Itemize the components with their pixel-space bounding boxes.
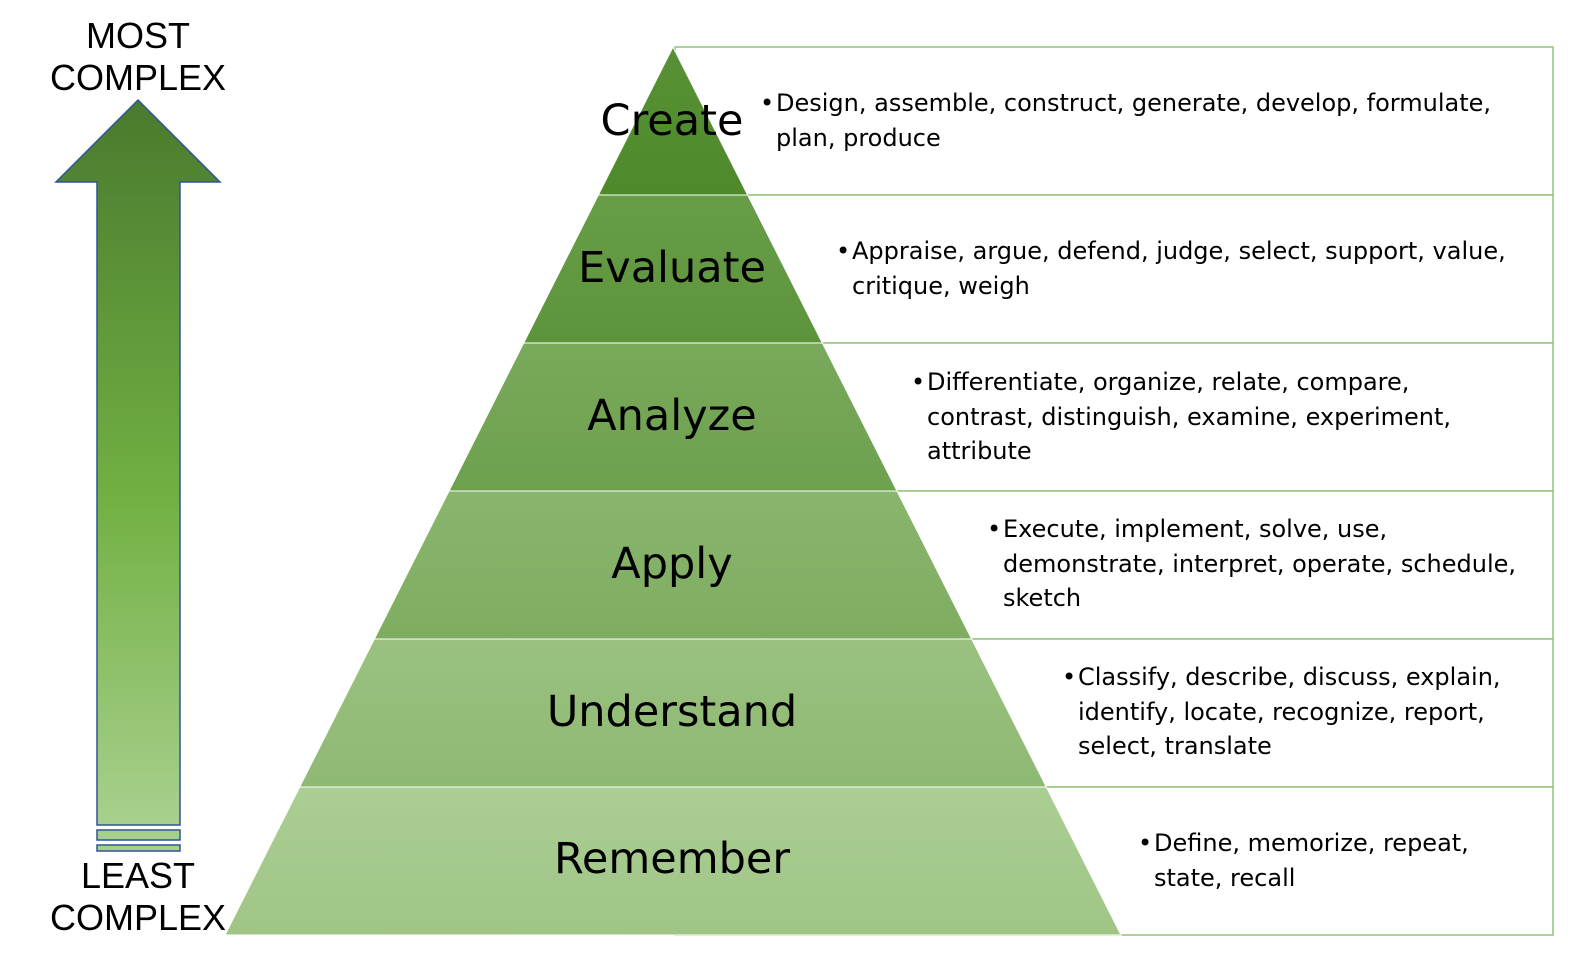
pyramid <box>224 45 1122 936</box>
bullet: • <box>760 89 775 117</box>
level-name-understand: Understand <box>546 687 798 737</box>
bullet: • <box>836 237 851 265</box>
bullet: • <box>1062 663 1077 691</box>
arrow-tail-stripe-2 <box>96 844 181 852</box>
verbs-text: Execute, implement, solve, use, demonstr… <box>1003 515 1516 612</box>
pyramid-tier-remember <box>224 786 1122 936</box>
verbs-text: Appraise, argue, defend, judge, select, … <box>852 237 1506 300</box>
least-complex-label: LEAST COMPLEX <box>49 855 227 938</box>
verbs-analyze: • Differentiate, organize, relate, compa… <box>911 365 1486 469</box>
complexity-arrow <box>54 98 222 852</box>
bullet: • <box>911 368 926 396</box>
level-name-create: Create <box>600 96 744 146</box>
verbs-apply: • Execute, implement, solve, use, demons… <box>987 512 1547 616</box>
level-name-remember: Remember <box>553 834 791 884</box>
verbs-remember: • Define, memorize, repeat, state, recal… <box>1138 826 1518 895</box>
verbs-evaluate: • Appraise, argue, defend, judge, select… <box>836 234 1541 303</box>
description-box-create <box>674 46 1554 196</box>
verbs-text: Design, assemble, construct, generate, d… <box>776 89 1491 152</box>
description-box-evaluate <box>674 194 1554 344</box>
level-name-apply: Apply <box>611 539 733 589</box>
verbs-create: • Design, assemble, construct, generate,… <box>760 86 1540 155</box>
verbs-text: Define, memorize, repeat, state, recall <box>1154 829 1469 892</box>
level-name-analyze: Analyze <box>587 391 757 441</box>
verbs-understand: • Classify, describe, discuss, explain, … <box>1062 660 1532 764</box>
arrow-shaft-head <box>54 98 222 826</box>
verbs-text: Classify, describe, discuss, explain, id… <box>1078 663 1501 760</box>
arrow-tail-stripe-1 <box>96 829 181 841</box>
bullet: • <box>1138 829 1153 857</box>
verbs-text: Differentiate, organize, relate, compare… <box>927 368 1452 465</box>
most-complex-label: MOST COMPLEX <box>49 15 227 98</box>
bullet: • <box>987 515 1002 543</box>
level-name-evaluate: Evaluate <box>578 243 766 293</box>
